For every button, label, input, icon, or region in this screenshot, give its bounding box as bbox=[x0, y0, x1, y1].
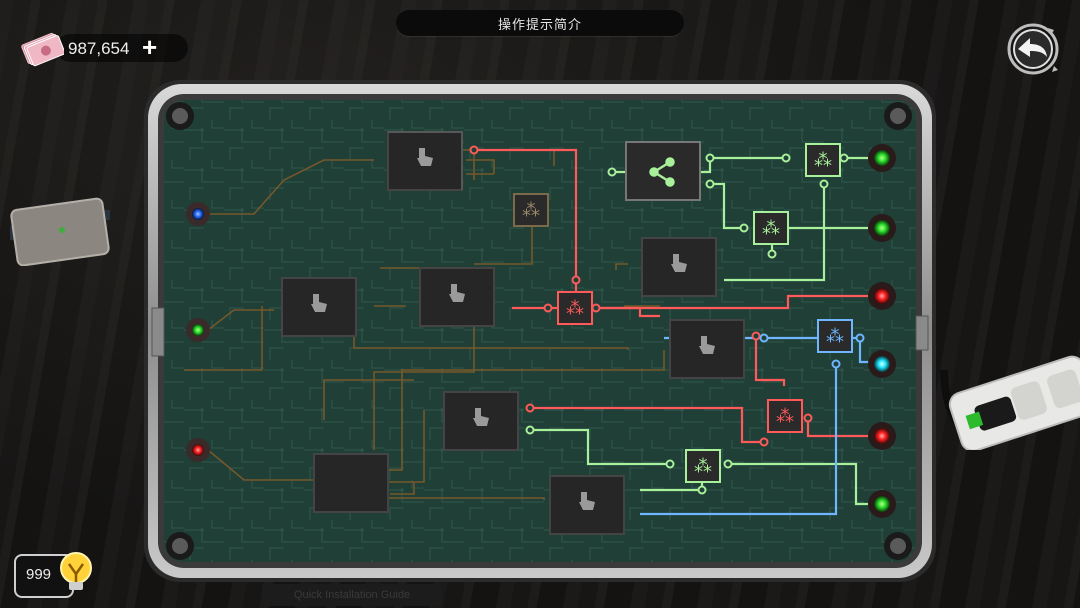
chip-5[interactable] bbox=[669, 319, 745, 379]
cash-icon bbox=[21, 32, 64, 67]
chip-6[interactable] bbox=[443, 391, 519, 451]
currency-background bbox=[56, 34, 188, 62]
chip-4[interactable] bbox=[641, 237, 717, 297]
operation-hint-button[interactable]: 操作提示简介 bbox=[396, 10, 684, 36]
switch-7[interactable]: ⁂ bbox=[685, 449, 721, 483]
triskelion-icon: ⁂ bbox=[762, 218, 780, 238]
hand-pointer-icon bbox=[417, 148, 433, 166]
chip-3[interactable] bbox=[419, 267, 495, 327]
triskelion-icon: ⁂ bbox=[776, 406, 794, 426]
back-button[interactable] bbox=[1004, 22, 1062, 76]
hand-pointer-icon bbox=[671, 254, 687, 272]
board-screw bbox=[166, 532, 194, 560]
chip-blank bbox=[313, 453, 389, 513]
switch-5[interactable]: ⁂ bbox=[817, 319, 853, 353]
output-led-1 bbox=[868, 144, 896, 172]
currency-amount: 987,654 bbox=[68, 39, 130, 58]
share-icon bbox=[649, 157, 675, 187]
hint-bar-label: 操作提示简介 bbox=[497, 16, 582, 32]
input-led-blue bbox=[186, 202, 210, 226]
output-led-5 bbox=[868, 422, 896, 450]
hand-pointer-icon bbox=[579, 492, 595, 510]
board-screw bbox=[166, 102, 194, 130]
hand-pointer-icon bbox=[699, 336, 715, 354]
hint-button[interactable]: 999 bbox=[14, 550, 96, 598]
currency-panel: 987,654 + bbox=[20, 30, 188, 67]
board-screw bbox=[884, 532, 912, 560]
switch-1[interactable]: ⁂ bbox=[513, 193, 549, 227]
circuit-board: ⁂ ⁂ ⁂ ⁂ ⁂ ⁂ ⁂ bbox=[144, 80, 936, 582]
switch-3[interactable]: ⁂ bbox=[805, 143, 841, 177]
input-led-green bbox=[186, 318, 210, 342]
output-led-3 bbox=[868, 282, 896, 310]
switch-4[interactable]: ⁂ bbox=[753, 211, 789, 245]
output-led-4 bbox=[868, 350, 896, 378]
hand-pointer-icon bbox=[449, 284, 465, 302]
hand-pointer-icon bbox=[473, 408, 489, 426]
output-led-6 bbox=[868, 490, 896, 518]
triskelion-icon: ⁂ bbox=[522, 200, 540, 220]
input-led-red bbox=[186, 438, 210, 462]
hand-pointer-icon bbox=[311, 294, 327, 312]
add-currency-button[interactable]: + bbox=[142, 32, 158, 62]
lightbulb-icon bbox=[60, 552, 92, 590]
board-screw bbox=[884, 102, 912, 130]
triskelion-icon: ⁂ bbox=[566, 298, 584, 318]
chip-1[interactable] bbox=[387, 131, 463, 191]
chip-2[interactable] bbox=[281, 277, 357, 337]
triskelion-icon: ⁂ bbox=[814, 150, 832, 170]
splitter-module[interactable] bbox=[625, 141, 701, 201]
chip-7[interactable] bbox=[549, 475, 625, 535]
switch-6[interactable]: ⁂ bbox=[767, 399, 803, 433]
switch-2[interactable]: ⁂ bbox=[557, 291, 593, 325]
footer-faded-text: Quick Installation Guide bbox=[262, 584, 442, 606]
hint-count: 999 bbox=[26, 566, 52, 583]
triskelion-icon: ⁂ bbox=[694, 456, 712, 476]
output-led-2 bbox=[868, 214, 896, 242]
side-module-device bbox=[10, 197, 110, 266]
power-strip bbox=[940, 355, 1080, 450]
triskelion-icon: ⁂ bbox=[826, 326, 844, 346]
